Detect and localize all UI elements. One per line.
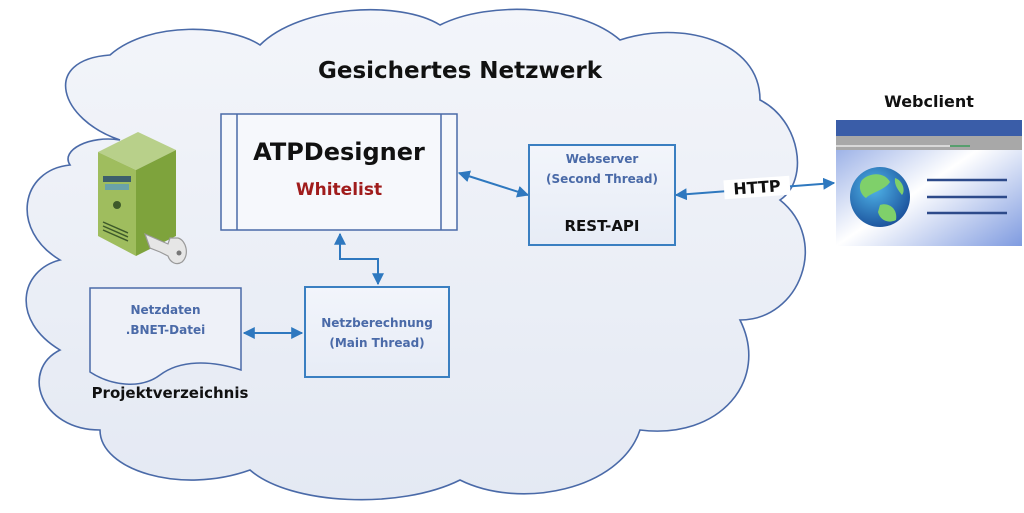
netzberechnung-label: Netzberechnung xyxy=(321,316,433,330)
network-title: Gesichertes Netzwerk xyxy=(317,58,602,84)
arrow-atp-netzberechnung xyxy=(334,232,384,286)
second-thread-label: (Second Thread) xyxy=(546,172,658,186)
webserver-label: Webserver xyxy=(565,152,639,166)
arrow-atp-webserver xyxy=(457,170,530,198)
web-browser-globe-icon xyxy=(836,120,1022,246)
webserver-box xyxy=(528,144,676,246)
projektverzeichnis-label: Projektverzeichnis xyxy=(91,384,249,402)
secure-server-icon xyxy=(98,132,187,265)
whitelist-label: Whitelist xyxy=(295,180,383,200)
bnet-file-label: .BNET-Datei xyxy=(125,323,206,337)
main-thread-label: (Main Thread) xyxy=(329,336,425,350)
netzdaten-document xyxy=(89,287,242,385)
netzberechnung-box xyxy=(304,286,450,378)
netzdaten-label: Netzdaten xyxy=(130,303,201,317)
atpdesigner-title: ATPDesigner xyxy=(253,138,425,166)
rest-api-label: REST-API xyxy=(564,217,640,235)
atpdesigner-box xyxy=(220,113,458,231)
webclient-title: Webclient xyxy=(884,92,974,111)
